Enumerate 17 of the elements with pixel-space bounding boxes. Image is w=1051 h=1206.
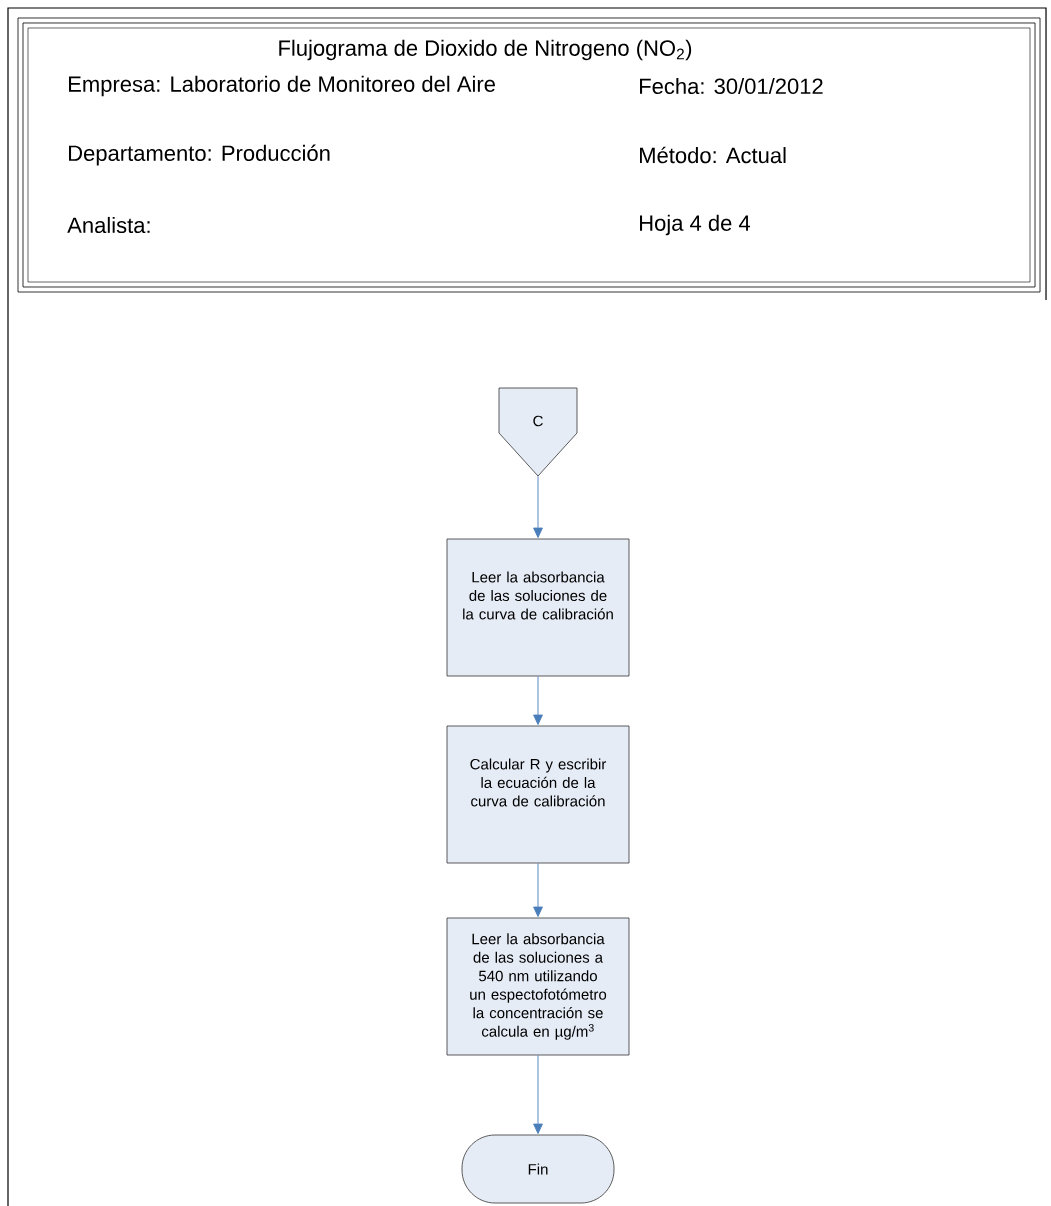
header-field: Fecha: 30/01/2012 (640, 77, 823, 95)
arrow (533, 862, 543, 917)
arrow (533, 475, 543, 538)
header-field: Método: Actual (640, 146, 786, 164)
header-frame (17, 17, 1041, 293)
process-box: Calcular R y escribir la ecuación de la curva de calibración (446, 725, 630, 864)
header-field: Hoja 4 de 4 (640, 214, 751, 236)
header-field: Analista: (67, 216, 150, 234)
arrow (533, 675, 543, 725)
off-page-connector: C (498, 387, 578, 477)
process-box: Leer la absorbancia de las soluciones a 540 nm utilizando un espectofotómetro la concentración se calcula en µg/m$^{3}$ (446, 917, 630, 1056)
process-box: Leer la absorbancia de las soluciones de la curva de calibración (446, 538, 630, 677)
terminal-box: Fin (461, 1134, 615, 1204)
header-field: Departamento: Producción (69, 144, 330, 166)
title: Flujograma de Dioxido de Nitrogeno (NO$_{2}$) (279, 39, 692, 61)
header-field: Empresa: Laboratorio de Monitoreo del Aire (69, 75, 495, 97)
arrow (533, 1054, 543, 1134)
